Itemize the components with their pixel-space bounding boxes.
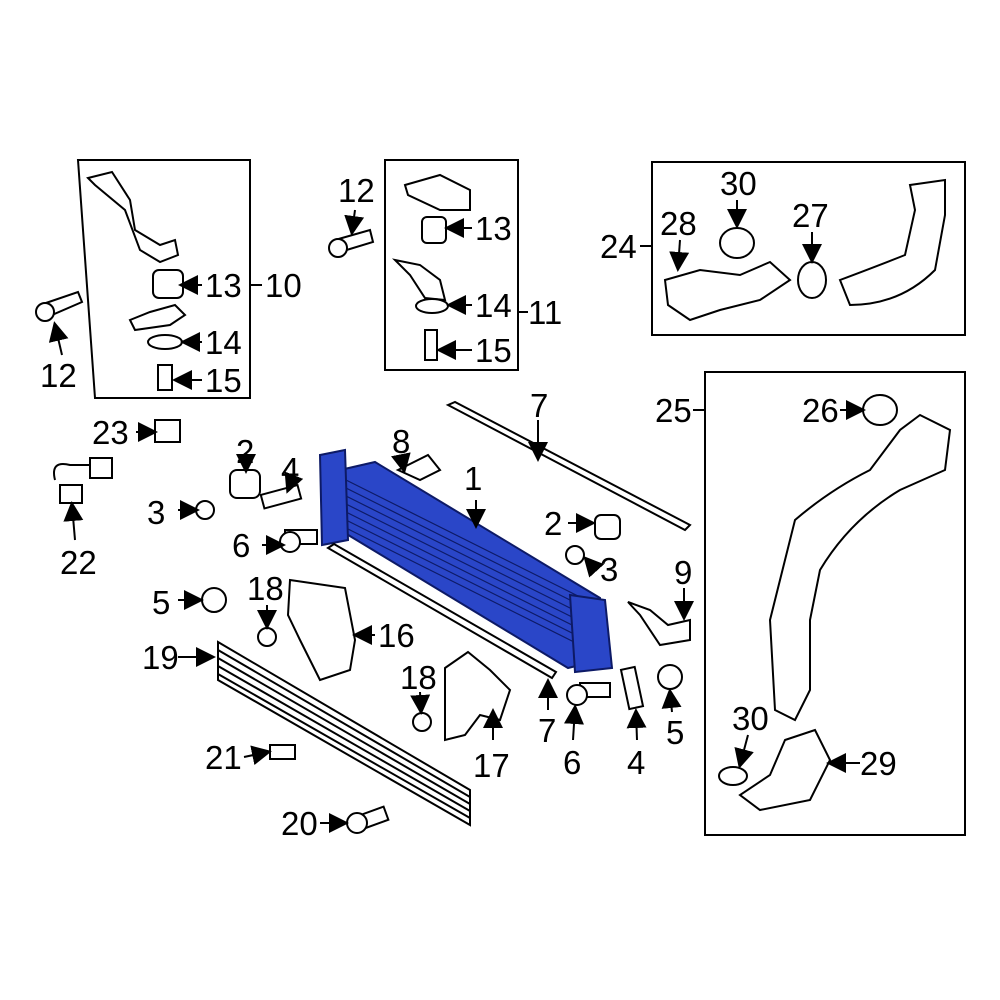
callout-15: 15 xyxy=(475,332,512,369)
pin-part[interactable] xyxy=(619,665,645,711)
bolt-part[interactable] xyxy=(195,500,215,520)
seal-strip-part[interactable] xyxy=(326,400,692,680)
bolt-part[interactable] xyxy=(35,290,84,322)
intercooler-part-1[interactable] xyxy=(318,448,614,674)
inlet-pipe-part-28[interactable] xyxy=(663,260,792,322)
seal-ring-part[interactable] xyxy=(718,766,748,786)
callout-19: 19 xyxy=(142,639,179,676)
group-box-24 xyxy=(651,161,966,336)
seal-ring-part[interactable] xyxy=(862,394,898,426)
washer-part[interactable] xyxy=(147,334,183,350)
callout-1: 1 xyxy=(464,460,482,497)
callout-24: 24 xyxy=(600,228,637,265)
air-deflector-part[interactable] xyxy=(444,650,512,742)
callout-12: 12 xyxy=(338,172,375,209)
mount-part[interactable] xyxy=(594,514,621,540)
callout-17: 17 xyxy=(473,747,510,784)
callout-11: 11 xyxy=(528,294,562,331)
clamp-part[interactable] xyxy=(154,419,181,443)
bolt-part[interactable] xyxy=(424,329,438,361)
callout-16: 16 xyxy=(378,617,415,654)
pin-part[interactable] xyxy=(259,483,303,510)
group-box-11 xyxy=(384,159,519,371)
callout-18: 18 xyxy=(247,570,284,607)
bracket-part[interactable] xyxy=(391,258,447,302)
bracket-part[interactable] xyxy=(403,173,471,211)
bolt-part[interactable] xyxy=(157,364,173,391)
leader-arrows xyxy=(48,200,866,833)
mount-part[interactable] xyxy=(421,216,447,244)
callout-23: 23 xyxy=(92,414,129,451)
callout-2: 2 xyxy=(236,433,254,470)
callout-13: 13 xyxy=(475,210,512,247)
bracket-part[interactable] xyxy=(627,601,691,647)
bolt-part[interactable] xyxy=(565,545,585,565)
callout-25: 25 xyxy=(655,392,692,429)
callout-4: 4 xyxy=(627,744,645,781)
bolt-part[interactable] xyxy=(279,529,318,553)
callout-labels: 1 2 2 3 3 4 4 5 5 6 6 7 7 8 9 10 11 12 1… xyxy=(40,165,897,842)
sensor-part[interactable] xyxy=(53,457,113,504)
hose-part[interactable] xyxy=(838,178,946,307)
callout-27: 27 xyxy=(792,197,829,234)
nut-part[interactable] xyxy=(657,664,683,690)
pipe-part-29[interactable] xyxy=(738,728,832,812)
hose-clamp-part[interactable] xyxy=(797,261,827,299)
mount-part[interactable] xyxy=(229,469,261,499)
callout-13: 13 xyxy=(205,267,242,304)
callout-29: 29 xyxy=(860,745,897,782)
callout-9: 9 xyxy=(674,554,692,591)
callout-14: 14 xyxy=(475,287,512,324)
callout-30: 30 xyxy=(720,165,757,202)
group-box-25 xyxy=(704,371,966,836)
callout-5: 5 xyxy=(666,714,684,751)
callout-26: 26 xyxy=(802,392,839,429)
callout-30: 30 xyxy=(732,700,769,737)
callout-28: 28 xyxy=(660,205,697,242)
clip-part[interactable] xyxy=(257,627,277,647)
washer-part[interactable] xyxy=(415,298,449,314)
callout-7: 7 xyxy=(530,387,548,424)
group-box-10 xyxy=(76,159,251,399)
bolt-part[interactable] xyxy=(566,682,611,706)
grille-part-19[interactable] xyxy=(217,640,471,827)
clip-part[interactable] xyxy=(412,712,432,732)
callout-2: 2 xyxy=(544,505,562,542)
clip-part[interactable] xyxy=(269,744,296,760)
callout-8: 8 xyxy=(392,423,410,460)
callout-20: 20 xyxy=(281,805,318,842)
callout-3: 3 xyxy=(600,551,618,588)
callout-6: 6 xyxy=(232,527,250,564)
callout-22: 22 xyxy=(60,544,97,581)
callout-10: 10 xyxy=(265,267,302,304)
callout-15: 15 xyxy=(205,362,242,399)
callout-5: 5 xyxy=(152,584,170,621)
callout-12: 12 xyxy=(40,357,77,394)
bolt-part[interactable] xyxy=(328,228,375,258)
callout-14: 14 xyxy=(205,324,242,361)
callout-21: 21 xyxy=(205,739,242,776)
callout-18: 18 xyxy=(400,659,437,696)
outlet-pipe-part[interactable] xyxy=(768,413,952,722)
bolt-part[interactable] xyxy=(346,805,390,834)
mount-part[interactable] xyxy=(152,269,184,299)
bracket-part[interactable] xyxy=(128,303,187,332)
callout-7: 7 xyxy=(538,712,556,749)
nut-part[interactable] xyxy=(201,587,227,613)
seal-ring-part[interactable] xyxy=(719,227,755,259)
air-deflector-part[interactable] xyxy=(286,578,357,682)
callout-4: 4 xyxy=(281,451,299,488)
callout-6: 6 xyxy=(563,744,581,781)
callout-3: 3 xyxy=(147,494,165,531)
bracket-part[interactable] xyxy=(86,170,180,264)
